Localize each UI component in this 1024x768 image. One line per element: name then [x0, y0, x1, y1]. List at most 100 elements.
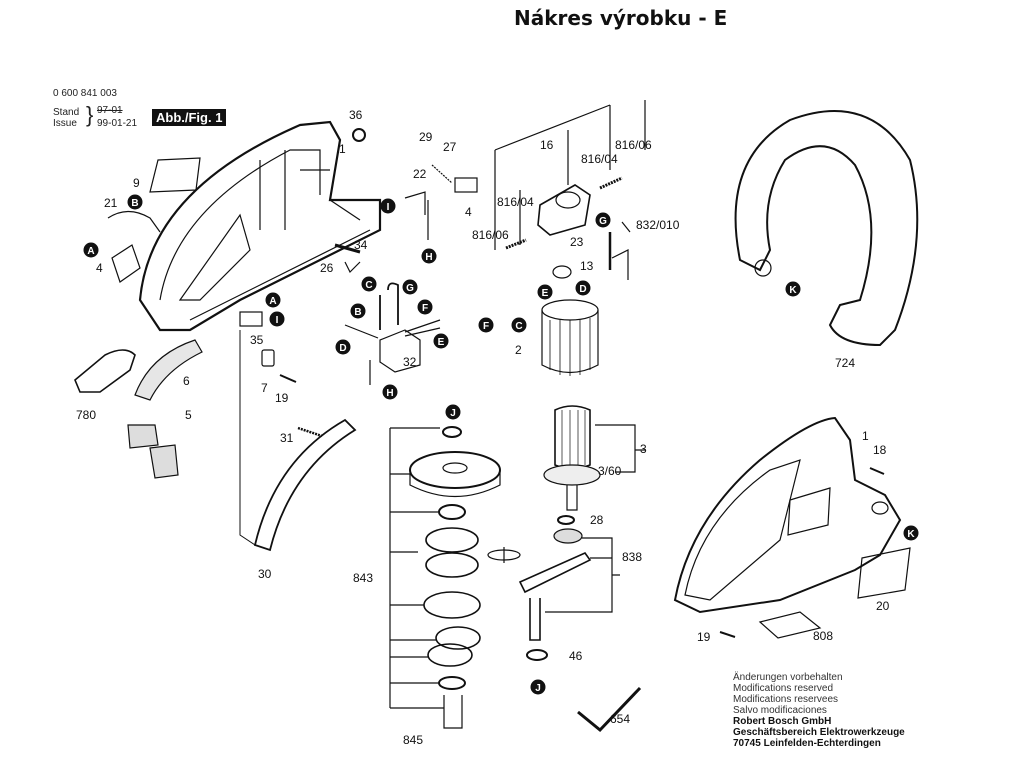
label-816-04-top: 816/04 [581, 152, 618, 166]
label-29: 29 [419, 130, 433, 144]
label-19-right: 19 [697, 630, 711, 644]
old-stand-date: 97-01 [97, 105, 123, 116]
svg-text:D: D [339, 343, 346, 354]
cable-clamp-7 [261, 349, 275, 367]
callout-j-2: J [530, 679, 546, 695]
label-654: 654 [610, 712, 630, 726]
label-3: 3 [640, 442, 647, 456]
footer-line-es: Salvo modificaciones [733, 705, 827, 716]
callout-e-1: E [433, 333, 449, 349]
figure-label: Abb./Fig. 1 [152, 109, 227, 126]
footer-line-fr: Modifications reservees [733, 694, 839, 705]
label-4-right: 4 [465, 205, 472, 219]
label-816-04-left: 816/04 [497, 195, 534, 209]
washer-28 [557, 515, 575, 525]
svg-text:E: E [438, 337, 445, 348]
label-9: 9 [133, 176, 140, 190]
leader-838 [545, 537, 620, 613]
ring-36 [352, 128, 366, 142]
svg-text:I: I [387, 202, 390, 213]
label-7: 7 [261, 381, 268, 395]
bearing-13 [552, 265, 572, 279]
issue-label: Issue [53, 118, 77, 129]
spring-27 [431, 164, 453, 184]
part-labels: 36 1 9 21 4 34 26 29 27 22 4 16 816/06 8… [76, 108, 890, 747]
label-816-06-left: 816/06 [472, 228, 509, 242]
label-5: 5 [185, 408, 192, 422]
switch-4-left [111, 244, 141, 283]
label-18: 18 [873, 443, 887, 457]
callout-d-2: D [575, 280, 591, 296]
svg-text:B: B [354, 307, 361, 318]
label-34: 34 [354, 238, 368, 252]
label-22: 22 [413, 167, 427, 181]
callout-e-2: E [537, 284, 553, 300]
callout-c-2: C [511, 317, 527, 333]
page-title: Nákres výrobku - E [514, 6, 728, 30]
guard-rail-30 [253, 418, 357, 552]
footer-notes: Änderungen vorbehalten Modifications res… [733, 672, 905, 749]
screw-19-right [719, 631, 736, 638]
label-13: 13 [580, 259, 594, 273]
label-808: 808 [813, 629, 833, 643]
label-838: 838 [622, 550, 642, 564]
callout-h-2: H [382, 384, 398, 400]
svg-text:D: D [579, 284, 586, 295]
label-816-06-top: 816/06 [615, 138, 652, 152]
callout-i-2: I [380, 198, 396, 214]
sticker-20 [857, 547, 911, 599]
label-1-left: 1 [339, 142, 346, 156]
label-845: 845 [403, 733, 423, 747]
svg-text:H: H [386, 388, 393, 399]
callout-h-1: H [421, 248, 437, 264]
gear-stack-843 [389, 426, 501, 729]
callout-g-1: G [402, 279, 418, 295]
label-20: 20 [876, 599, 890, 613]
label-32: 32 [403, 355, 417, 369]
handle-724 [734, 110, 919, 347]
footer-address: 70745 Leinfelden-Echterdingen [733, 738, 881, 749]
callout-i-1: I [269, 311, 285, 327]
issue-date: 99-01-21 [97, 118, 138, 129]
svg-text:J: J [450, 408, 456, 419]
callout-c-1: C [361, 276, 377, 292]
svg-text:F: F [422, 303, 428, 314]
spring-31 [297, 426, 323, 438]
part-number: 0 600 841 003 [53, 88, 117, 99]
wire-22 [404, 191, 429, 240]
cable-clip-780 [74, 349, 136, 393]
svg-text:A: A [269, 296, 276, 307]
footer-division: Geschäftsbereich Elektrowerkzeuge [733, 727, 905, 738]
label-19-left: 19 [275, 391, 289, 405]
label-2: 2 [515, 343, 522, 357]
svg-text:E: E [542, 288, 549, 299]
washer-46 [526, 649, 548, 661]
svg-text:G: G [406, 283, 414, 294]
terminal-35 [239, 311, 263, 327]
sticker-808 [758, 611, 822, 639]
screw-19-left [279, 374, 297, 383]
leader-30 [239, 330, 256, 546]
callout-k-1: K [785, 281, 801, 297]
cable-21 [107, 210, 161, 233]
label-6: 6 [183, 374, 190, 388]
callout-f-1: F [417, 299, 433, 315]
label-30: 30 [258, 567, 272, 581]
label-28: 28 [590, 513, 604, 527]
label-1-right: 1 [862, 429, 869, 443]
allen-key-654 [577, 686, 642, 733]
callout-g-2: G [595, 212, 611, 228]
label-843: 843 [353, 571, 373, 585]
callout-j-1: J [445, 404, 461, 420]
label-4-left: 4 [96, 261, 103, 275]
switch-4-right [454, 177, 478, 193]
screw-18 [869, 467, 885, 475]
label-27: 27 [443, 140, 457, 154]
footer-line-de: Änderungen vorbehalten [733, 672, 843, 683]
callout-b-1: B [127, 194, 143, 210]
svg-text:K: K [789, 285, 797, 296]
plug-5 [127, 424, 179, 479]
stand-label: Stand [53, 107, 80, 118]
capacitor-32 [344, 282, 441, 385]
